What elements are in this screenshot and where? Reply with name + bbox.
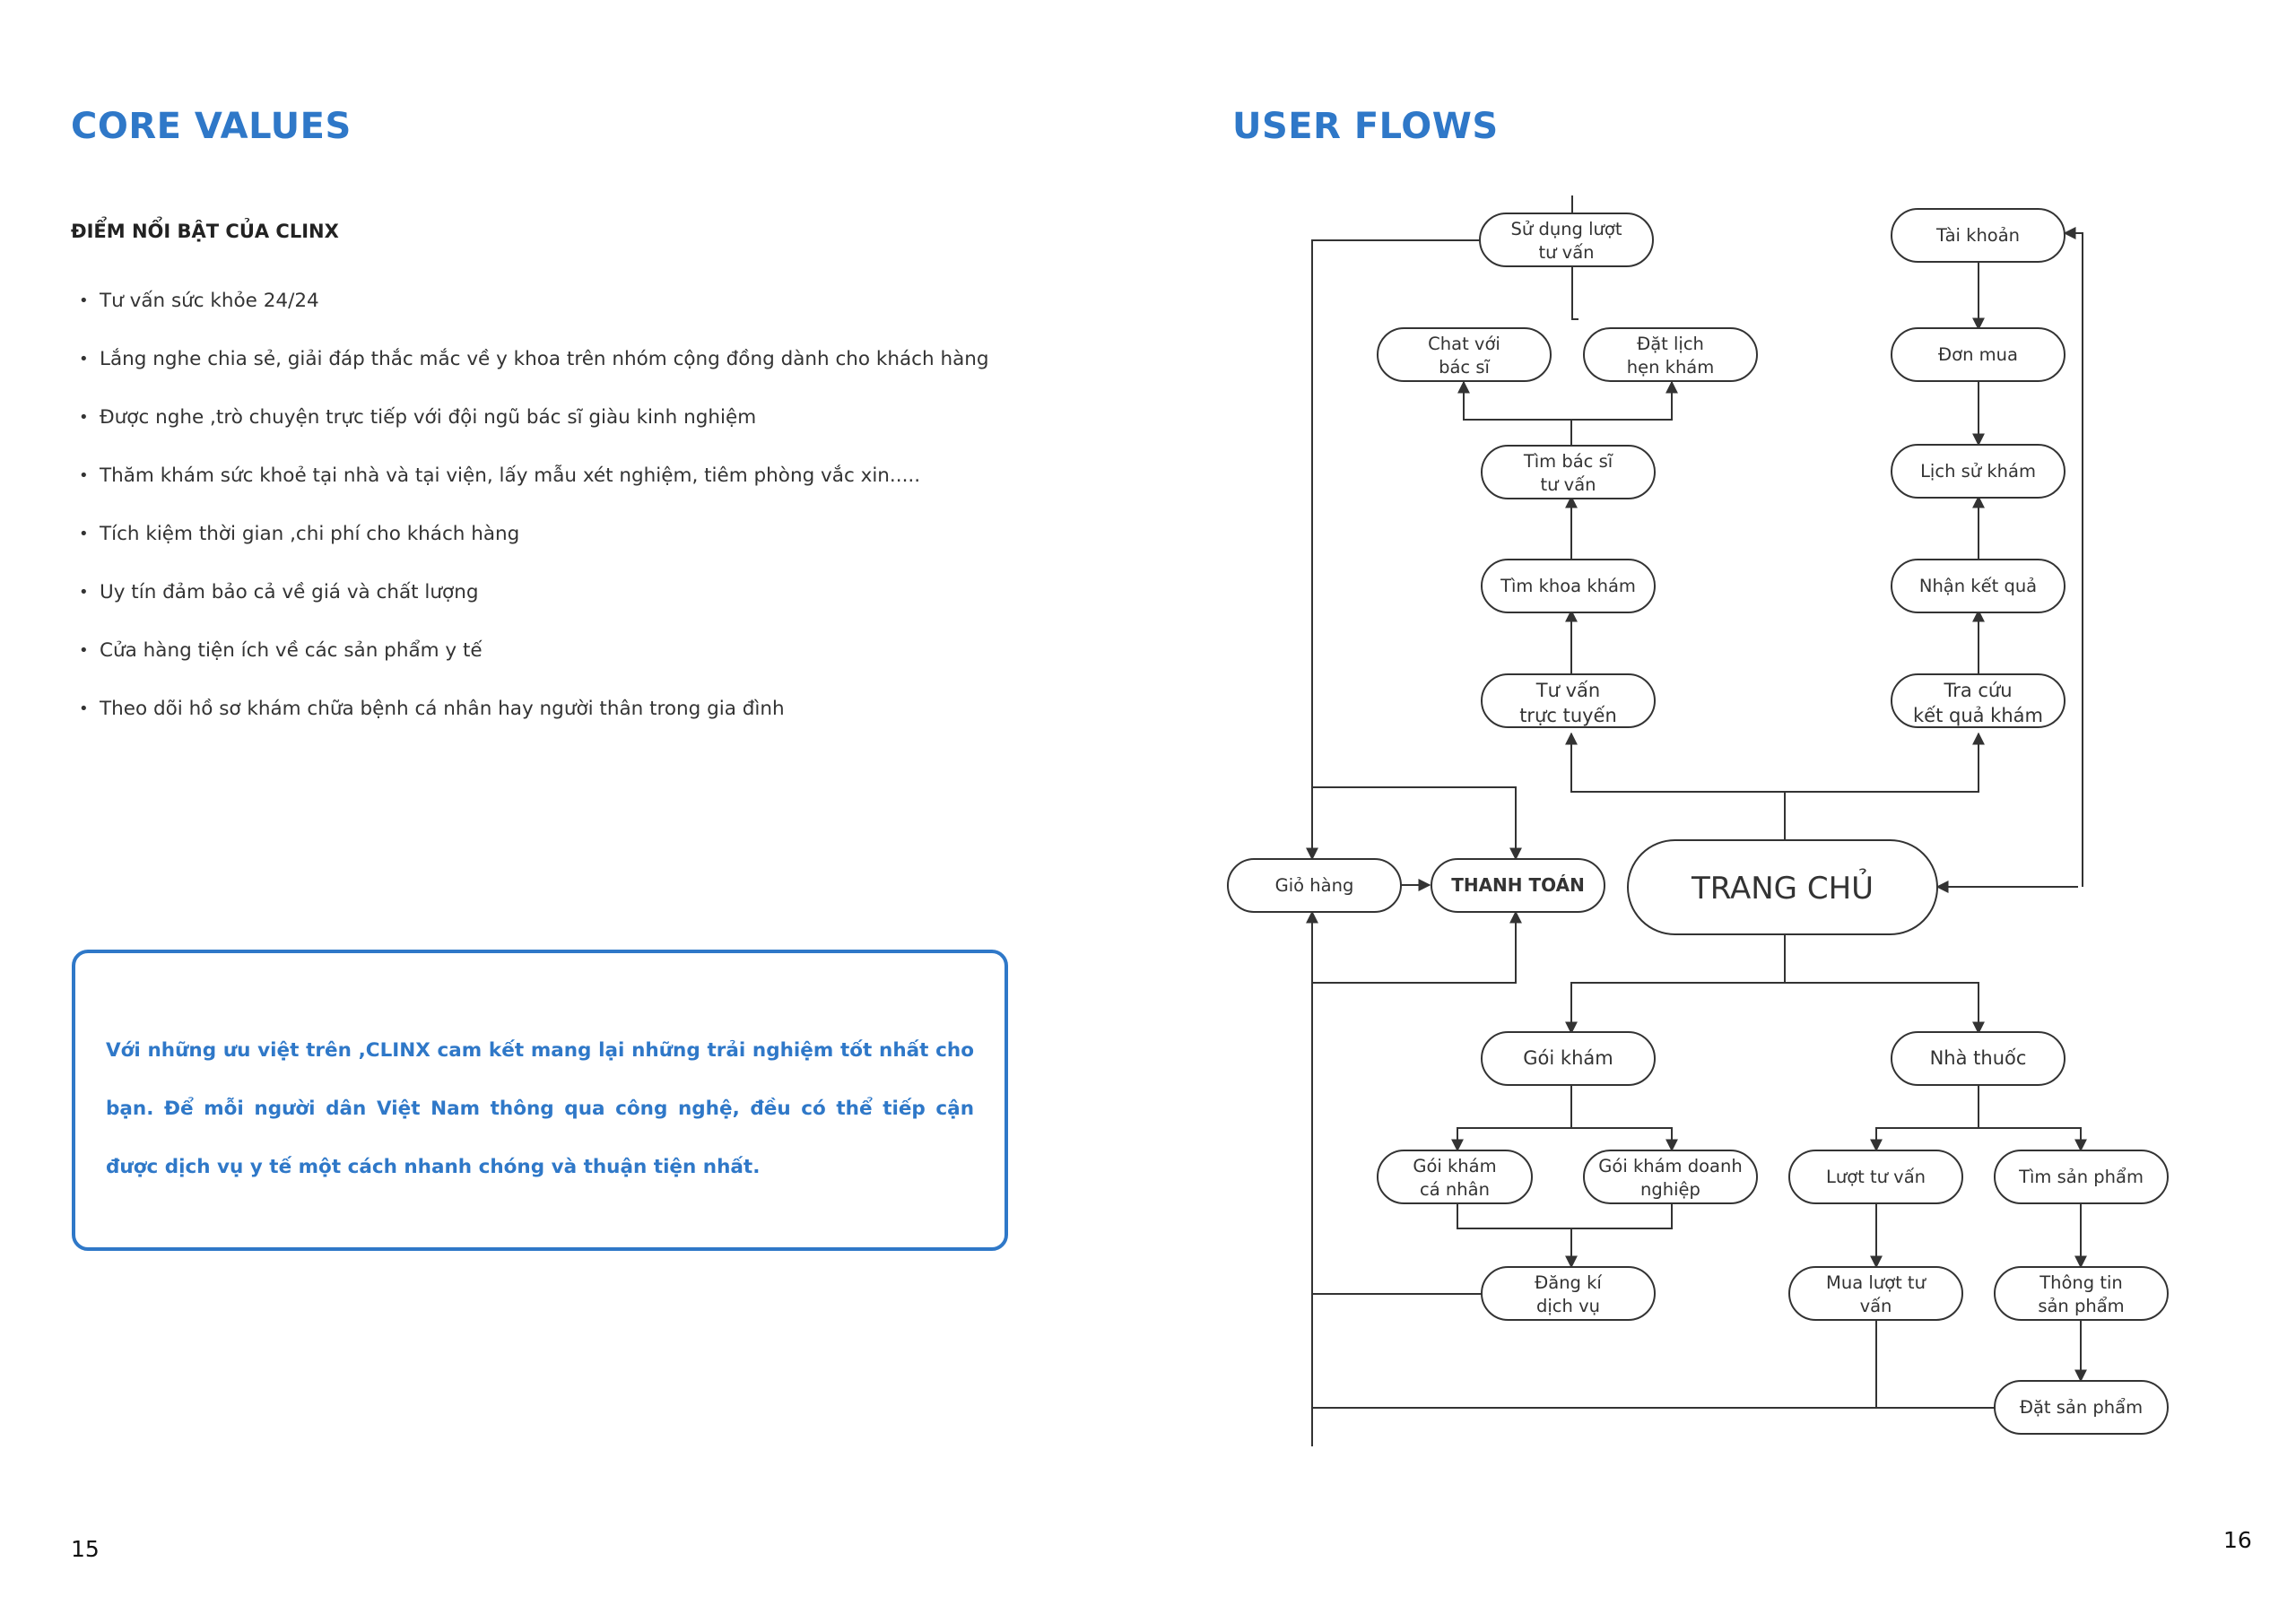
page-number-right: 16 [2223, 1527, 2252, 1553]
svg-text:TRANG CHỦ: TRANG CHỦ [1691, 867, 1874, 907]
connector [1457, 380, 1572, 446]
connector [1451, 1085, 1572, 1152]
svg-text:Giỏ hàng: Giỏ hàng [1275, 875, 1354, 896]
svg-text:THANH TOÁN: THANH TOÁN [1451, 874, 1585, 896]
svg-text:Tìm sản phẩm: Tìm sản phẩm [2018, 1167, 2144, 1187]
svg-text:Lượt tư vấn: Lượt tư vấn [1826, 1167, 1926, 1187]
connector [1571, 1127, 1678, 1152]
connector [2063, 227, 2083, 887]
svg-text:Đơn mua: Đơn mua [1938, 344, 2018, 365]
right-page: USER FLOWS 16 [1157, 0, 2296, 1623]
list-item: Tích kiệm thời gian ,chi phí cho khách h… [79, 516, 1110, 575]
svg-text:Nhận kết quả: Nhận kết quả [1919, 576, 2037, 596]
node-gio-hang: Giỏ hàng [1227, 858, 1402, 913]
node-tim-khoa-kham: Tìm khoa khám [1481, 559, 1656, 613]
node-don-mua: Đơn mua [1891, 327, 2066, 382]
connector [1312, 910, 1522, 984]
commitment-text: Với những ưu việt trên ,CLINX cam kết ma… [106, 1039, 974, 1178]
connector [1784, 732, 1985, 841]
connector [1785, 982, 1985, 1035]
flow-connectors [1306, 195, 2087, 1446]
node-goi-kham: Gói khám [1481, 1031, 1656, 1086]
list-item: Được nghe ,trò chuyện trực tiếp với đội … [79, 400, 1110, 458]
left-page: CORE VALUES ĐIỂM NỔI BẬT CỦA CLINX Tư vấ… [0, 0, 1157, 1623]
list-item: Cửa hàng tiện ích về các sản phẩm y tế [79, 633, 1110, 691]
connector [1457, 1202, 1673, 1229]
connector [1306, 239, 1480, 861]
node-lich-su-kham: Lịch sử khám [1891, 444, 2066, 499]
connector [1312, 786, 1522, 861]
list-item: Theo dõi hồ sơ khám chữa bệnh cá nhân ha… [79, 691, 1110, 750]
list-item: Thăm khám sức khoẻ tại nhà và tại viện, … [79, 458, 1110, 516]
list-item: Tư vấn sức khỏe 24/24 [79, 283, 1110, 342]
commitment-callout: Với những ưu việt trên ,CLINX cam kết ma… [72, 950, 1008, 1251]
node-tim-san-pham: Tìm sản phẩm [1994, 1150, 2169, 1204]
svg-text:Lịch sử khám: Lịch sử khám [1920, 461, 2036, 482]
node-luot-tu-van: Lượt tư vấn [1788, 1150, 1963, 1204]
user-flows-heading: USER FLOWS [1232, 106, 1499, 147]
highlights-subheading: ĐIỂM NỔI BẬT CỦA CLINX [71, 221, 339, 242]
connector [1565, 732, 1785, 793]
highlights-list: Tư vấn sức khỏe 24/24 Lắng nghe chia sẻ,… [79, 283, 1110, 750]
node-thanh-toan: THANH TOÁN [1431, 858, 1605, 913]
connector [1870, 1085, 1979, 1152]
connector [1979, 1127, 2087, 1152]
list-item: Lắng nghe chia sẻ, giải đáp thắc mắc về … [79, 342, 1110, 400]
svg-text:Tìm khoa khám: Tìm khoa khám [1500, 576, 1636, 596]
core-values-heading: CORE VALUES [71, 106, 352, 147]
svg-text:Đặt sản phẩm: Đặt sản phẩm [2020, 1397, 2143, 1418]
node-dat-san-pham: Đặt sản phẩm [1994, 1380, 2169, 1435]
connector [1571, 380, 1678, 421]
list-item: Uy tín đảm bảo cả về giá và chất lượng [79, 575, 1110, 633]
node-trang-chu: TRANG CHỦ [1627, 839, 1938, 935]
svg-text:Nhà thuốc: Nhà thuốc [1930, 1047, 2027, 1069]
svg-text:Gói khám: Gói khám [1523, 1047, 1613, 1069]
node-nha-thuoc: Nhà thuốc [1891, 1031, 2066, 1086]
page-number-left: 15 [71, 1536, 100, 1562]
node-nhan-ket-qua: Nhận kết quả [1891, 559, 2066, 613]
connector [1565, 935, 1786, 1035]
node-tai-khoan: Tài khoản [1891, 208, 2066, 263]
svg-text:Tài khoản: Tài khoản [1935, 225, 2020, 246]
